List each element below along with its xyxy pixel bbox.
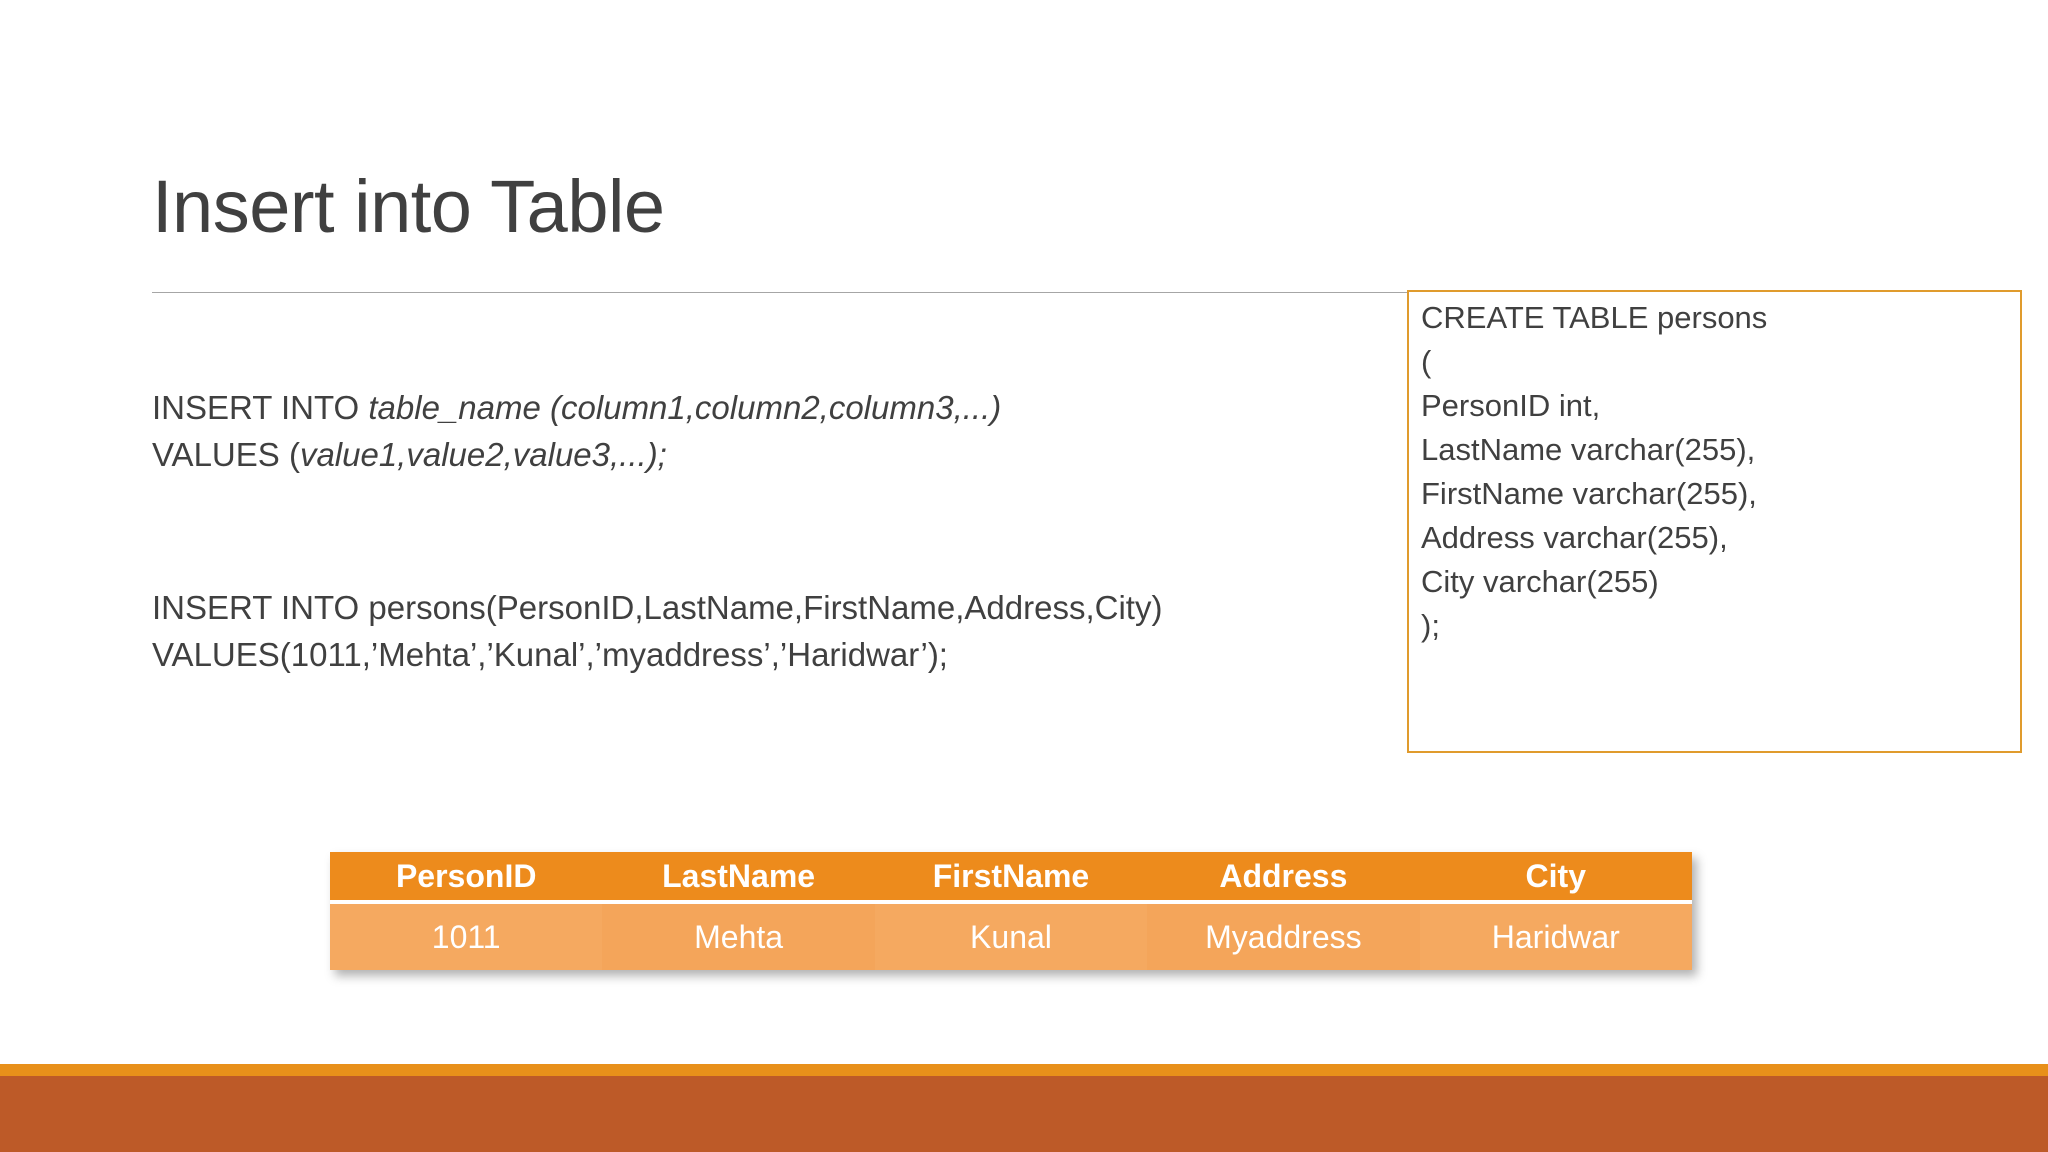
column-list-suffix: ,...) <box>953 389 1002 426</box>
value-list-suffix: ,...); <box>610 436 667 473</box>
open-paren: ( <box>540 389 562 426</box>
cell-address: Myaddress <box>1147 902 1420 970</box>
cell-lastname: Mehta <box>602 902 875 970</box>
footer-accent-strip <box>0 1064 2048 1076</box>
column-header-personid: PersonID <box>330 852 603 904</box>
footer-band <box>0 1076 2048 1152</box>
insert-example-block: INSERT INTO persons(PersonID,LastName,Fi… <box>152 584 1162 678</box>
insert-example-line-1: INSERT INTO persons(PersonID,LastName,Fi… <box>152 589 1163 626</box>
column-header-address: Address <box>1147 852 1420 904</box>
column-list-placeholder: column1,column2,column3 <box>561 389 954 426</box>
value-list-placeholder: value1,value2,value3 <box>299 436 611 473</box>
persons-table-container: PersonID LastName FirstName Address City… <box>330 852 1692 970</box>
insert-syntax-line-2: VALUES (value1,value2,value3,...); <box>152 431 1001 478</box>
title-divider-rule <box>152 292 1408 293</box>
insert-syntax-line-1: INSERT INTO table_name (column1,column2,… <box>152 384 1001 431</box>
insert-syntax-block: INSERT INTO table_name (column1,column2,… <box>152 384 1001 478</box>
column-header-city: City <box>1419 852 1692 904</box>
page-title: Insert into Table <box>152 165 665 248</box>
column-header-firstname: FirstName <box>874 852 1148 904</box>
insert-into-keyword: INSERT INTO <box>152 389 369 426</box>
cell-firstname: Kunal <box>874 902 1148 970</box>
values-keyword: VALUES ( <box>152 436 300 473</box>
persons-table: PersonID LastName FirstName Address City… <box>330 852 1692 970</box>
cell-personid: 1011 <box>330 902 603 970</box>
table-header-row: PersonID LastName FirstName Address City <box>330 852 1692 904</box>
table-row: 1011 Mehta Kunal Myaddress Haridwar <box>330 902 1692 970</box>
create-table-statement: CREATE TABLE persons ( PersonID int, Las… <box>1421 300 1768 643</box>
cell-city: Haridwar <box>1419 902 1692 970</box>
table-name-placeholder: table_name <box>368 389 541 426</box>
create-table-callout: CREATE TABLE persons ( PersonID int, Las… <box>1407 290 2022 753</box>
column-header-lastname: LastName <box>602 852 875 904</box>
insert-example-line-2: VALUES(1011,’Mehta’,’Kunal’,’myaddress’,… <box>152 636 948 673</box>
